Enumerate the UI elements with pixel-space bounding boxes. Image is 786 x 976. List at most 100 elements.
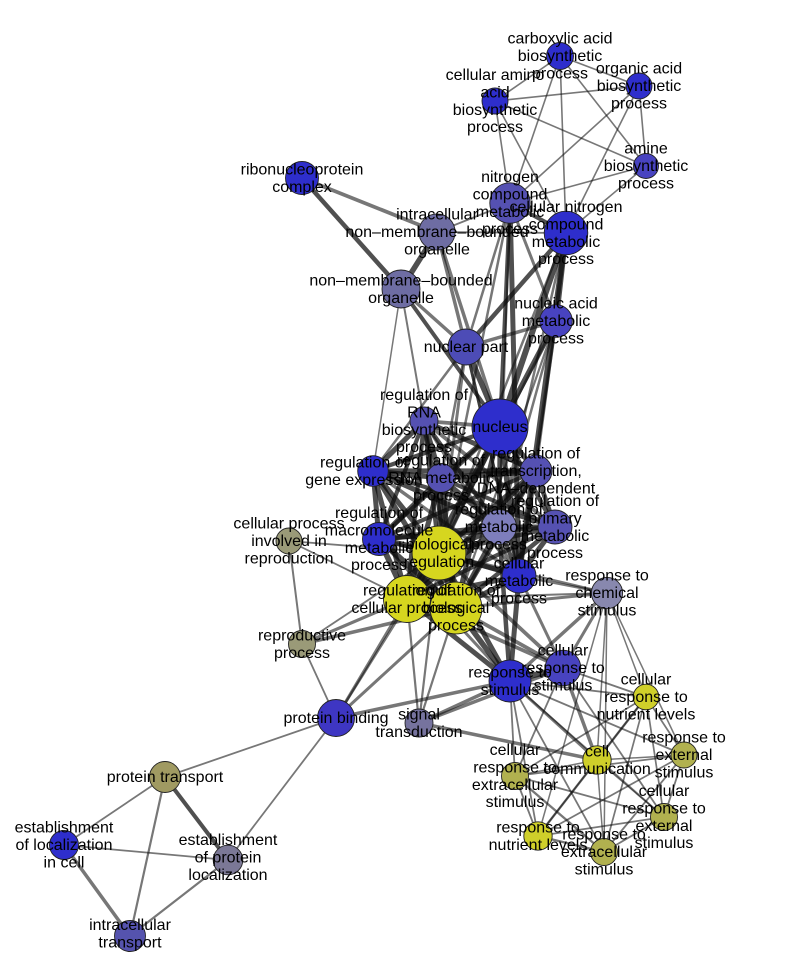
- svg-text:response to: response to: [496, 819, 580, 836]
- svg-text:regulation of: regulation of: [455, 502, 544, 519]
- svg-text:transcription,: transcription,: [490, 463, 582, 480]
- svg-text:external: external: [656, 747, 713, 764]
- svg-text:stimulus: stimulus: [578, 603, 637, 620]
- svg-text:establishment: establishment: [15, 820, 114, 837]
- svg-text:communication: communication: [543, 761, 651, 778]
- svg-text:compound: compound: [473, 186, 548, 203]
- svg-text:organelle: organelle: [404, 242, 470, 259]
- svg-text:establishment: establishment: [179, 832, 278, 849]
- svg-text:localization: localization: [188, 867, 267, 884]
- svg-text:nutrient levels: nutrient levels: [597, 707, 696, 724]
- svg-text:nuclear part: nuclear part: [424, 339, 509, 356]
- svg-text:regulation of: regulation of: [363, 582, 452, 599]
- svg-text:nutrient levels: nutrient levels: [489, 837, 588, 854]
- svg-text:metabolic: metabolic: [485, 573, 553, 590]
- svg-text:protein transport: protein transport: [107, 769, 224, 786]
- svg-text:signal: signal: [398, 706, 440, 723]
- svg-text:cellular: cellular: [621, 672, 672, 689]
- svg-text:response to: response to: [521, 660, 605, 677]
- svg-text:cellular: cellular: [494, 556, 545, 573]
- svg-text:of protein: of protein: [195, 850, 262, 867]
- svg-text:biosynthetic: biosynthetic: [597, 78, 682, 95]
- svg-text:response to: response to: [468, 664, 552, 681]
- svg-text:metabolic: metabolic: [465, 519, 533, 536]
- svg-text:cellular amino: cellular amino: [446, 67, 545, 84]
- svg-text:response to: response to: [642, 730, 726, 747]
- svg-text:gene expression: gene expression: [305, 472, 422, 489]
- svg-text:transduction: transduction: [375, 724, 462, 741]
- svg-text:extracellular: extracellular: [472, 777, 559, 794]
- svg-text:metabolic: metabolic: [522, 313, 590, 330]
- svg-text:process: process: [527, 545, 583, 562]
- svg-text:cell: cell: [585, 743, 609, 760]
- svg-text:metabolic: metabolic: [521, 528, 589, 545]
- svg-text:regulation of: regulation of: [380, 387, 469, 404]
- svg-text:cellular: cellular: [490, 742, 541, 759]
- svg-text:extracellular: extracellular: [561, 844, 648, 861]
- svg-text:metabolic: metabolic: [476, 204, 544, 221]
- svg-text:regulation of: regulation of: [492, 446, 581, 463]
- svg-text:organic acid: organic acid: [596, 61, 682, 78]
- svg-text:biosynthetic: biosynthetic: [604, 158, 689, 175]
- svg-text:metabolic: metabolic: [532, 234, 600, 251]
- svg-text:regulation of: regulation of: [412, 583, 501, 600]
- svg-text:reproductive: reproductive: [258, 627, 346, 644]
- svg-text:cellular: cellular: [538, 643, 589, 660]
- svg-text:stimulus: stimulus: [534, 678, 593, 695]
- svg-text:nucleic acid: nucleic acid: [514, 296, 598, 313]
- svg-text:external: external: [636, 818, 693, 835]
- svg-text:stimulus: stimulus: [575, 862, 634, 879]
- svg-text:process: process: [351, 557, 407, 574]
- svg-text:RNA: RNA: [407, 404, 441, 421]
- svg-text:process: process: [491, 591, 547, 608]
- svg-text:in cell: in cell: [44, 855, 85, 872]
- svg-text:response to: response to: [604, 689, 688, 706]
- svg-text:nitrogen: nitrogen: [481, 169, 539, 186]
- svg-text:process: process: [396, 439, 452, 456]
- svg-text:carboxylic acid: carboxylic acid: [508, 31, 613, 48]
- svg-text:biological: biological: [406, 536, 473, 553]
- svg-text:biosynthetic: biosynthetic: [382, 422, 467, 439]
- svg-text:process: process: [618, 176, 674, 193]
- svg-text:stimulus: stimulus: [481, 682, 540, 699]
- svg-text:regulation of: regulation of: [335, 505, 424, 522]
- svg-text:involved in: involved in: [251, 533, 327, 550]
- svg-text:cellular process: cellular process: [351, 600, 462, 617]
- svg-text:response to: response to: [473, 759, 557, 776]
- svg-text:primary: primary: [528, 510, 581, 527]
- svg-text:process: process: [528, 331, 584, 348]
- svg-text:compound: compound: [529, 216, 604, 233]
- svg-text:acid: acid: [480, 84, 509, 101]
- svg-text:process: process: [532, 66, 588, 83]
- svg-text:cellular process: cellular process: [233, 516, 344, 533]
- svg-text:ribonucleoprotein: ribonucleoprotein: [241, 161, 364, 178]
- svg-text:process: process: [611, 96, 667, 113]
- svg-text:biological: biological: [423, 600, 490, 617]
- svg-text:metabolic: metabolic: [345, 540, 413, 557]
- svg-text:intracellular: intracellular: [89, 917, 171, 934]
- svg-text:amine: amine: [624, 141, 668, 158]
- svg-text:stimulus: stimulus: [655, 765, 714, 782]
- svg-text:biosynthetic: biosynthetic: [518, 48, 603, 65]
- svg-text:regulation of: regulation of: [511, 493, 600, 510]
- svg-text:complex: complex: [272, 179, 332, 196]
- svg-text:stimulus: stimulus: [486, 794, 545, 811]
- svg-text:stimulus: stimulus: [635, 835, 694, 852]
- svg-text:non–membrane–bounded: non–membrane–bounded: [345, 224, 528, 241]
- svg-text:macromolecule: macromolecule: [325, 522, 434, 539]
- svg-text:response to: response to: [622, 800, 706, 817]
- svg-text:regulation of: regulation of: [320, 454, 409, 471]
- svg-text:of localization: of localization: [16, 837, 113, 854]
- svg-text:process: process: [413, 488, 469, 505]
- svg-text:chemical: chemical: [575, 585, 638, 602]
- svg-text:process: process: [274, 645, 330, 662]
- svg-text:nucleus: nucleus: [472, 419, 527, 436]
- svg-text:cellular nitrogen: cellular nitrogen: [510, 199, 623, 216]
- svg-text:process: process: [471, 537, 527, 554]
- svg-text:DNA–dependent: DNA–dependent: [477, 481, 596, 498]
- svg-text:intracellular: intracellular: [396, 207, 478, 224]
- svg-text:RNA metabolic: RNA metabolic: [388, 470, 494, 487]
- svg-text:process: process: [467, 119, 523, 136]
- svg-text:cellular: cellular: [639, 783, 690, 800]
- svg-text:non–membrane–bounded: non–membrane–bounded: [309, 272, 492, 289]
